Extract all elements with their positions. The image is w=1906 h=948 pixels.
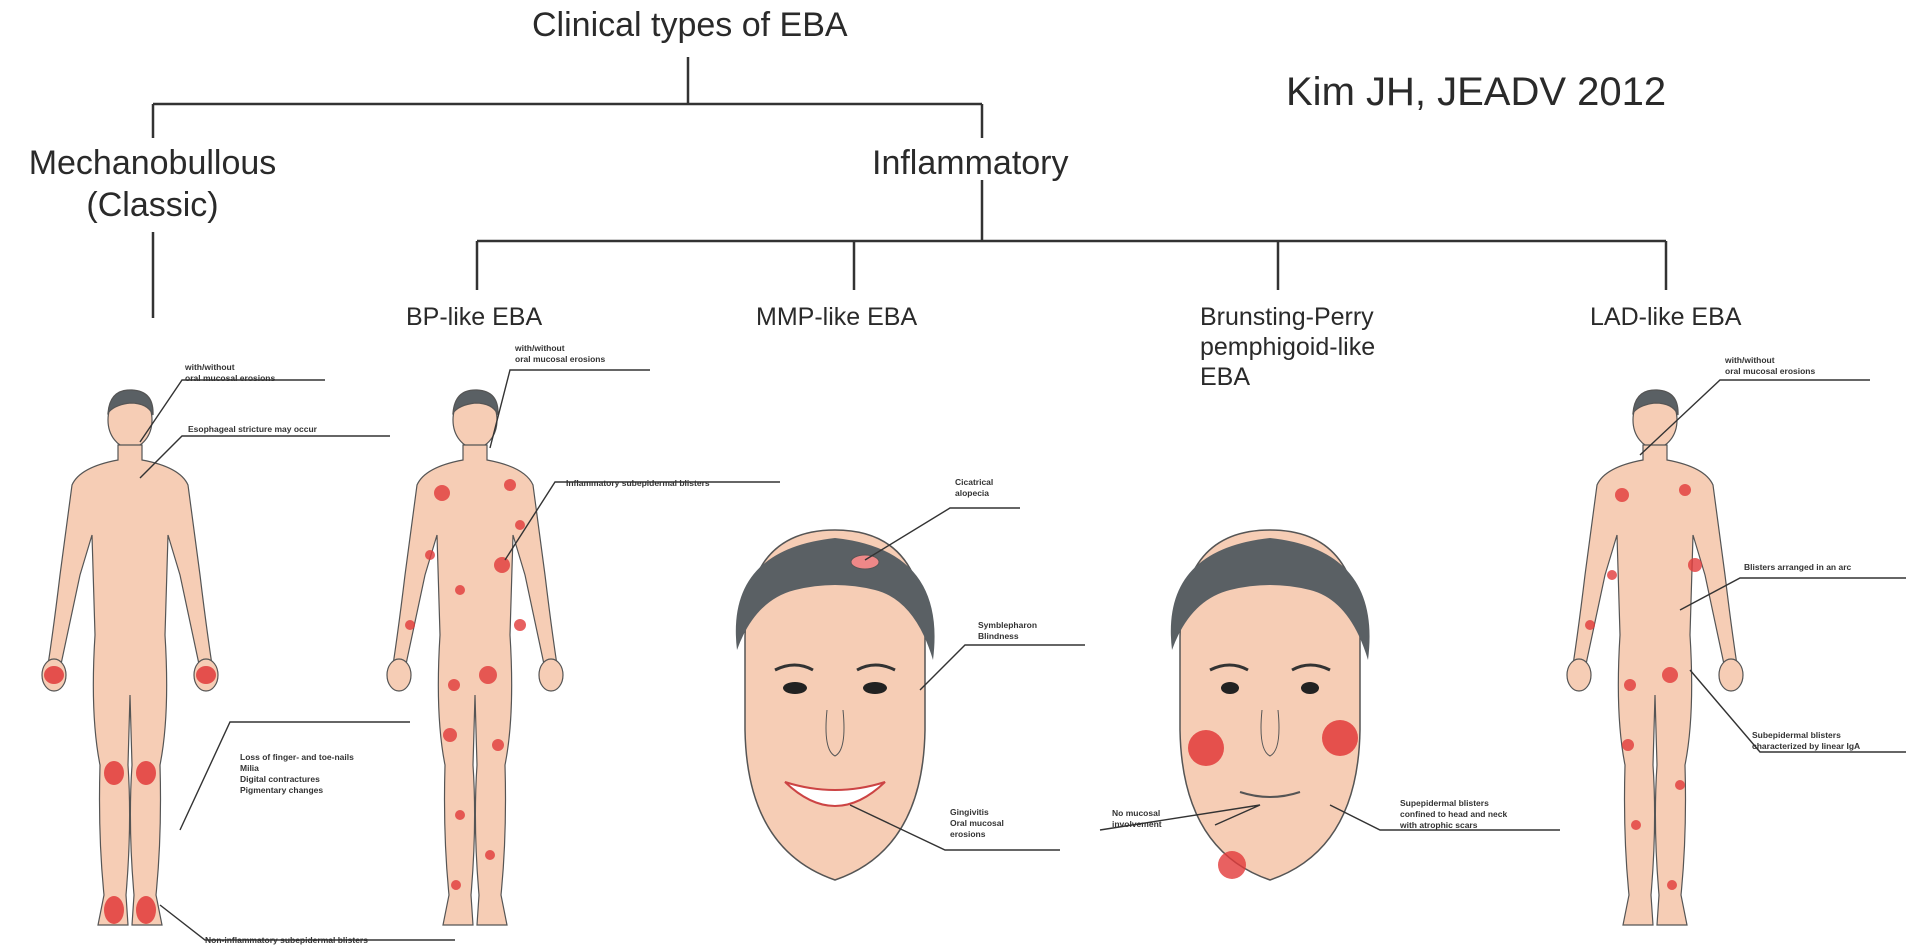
annotation-bp-oral: with/without oral mucosal erosions [515, 343, 605, 365]
annotation-bp-face-blisters: Supepidermal blisters confined to head a… [1400, 798, 1507, 831]
annotation-bp-blisters: Inflammatory subepidermal blisters [566, 478, 710, 489]
annotation-mmp-alopecia: Cicatrical alopecia [955, 477, 993, 499]
annotation-lad-oral: with/without oral mucosal erosions [1725, 355, 1815, 377]
annotation-classic-oral: with/without oral mucosal erosions [185, 362, 275, 384]
annotation-lad-linear: Subepidermal blisters characterized by l… [1752, 730, 1860, 752]
annotation-mmp-mouth: Gingivitis Oral mucosal erosions [950, 807, 1004, 840]
annotation-classic-blisters: Non-inflammatory subepidermal blisters [205, 935, 368, 946]
annotation-mmp-eye: Symblepharon Blindness [978, 620, 1037, 642]
annotation-bp-face-mucosal: No mucosal involvement [1112, 808, 1162, 830]
annotation-classic-esophageal: Esophageal stricture may occur [188, 424, 317, 435]
annotation-classic-nails: Loss of finger- and toe-nails Milia Digi… [240, 752, 354, 796]
annotation-lad-arc: Blisters arranged in an arc [1744, 562, 1851, 573]
